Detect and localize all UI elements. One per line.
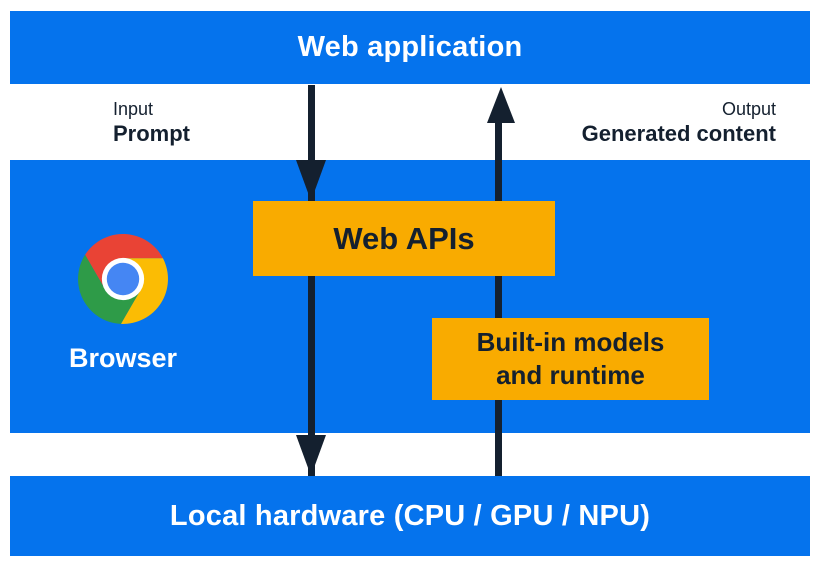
- browser-label: Browser: [68, 343, 178, 373]
- local-hardware-band: Local hardware (CPU / GPU / NPU): [10, 476, 810, 556]
- web-apis-label: Web APIs: [333, 220, 475, 256]
- input-arrow-line: [308, 85, 315, 476]
- input-name: Prompt: [113, 121, 190, 146]
- web-apis-box: Web APIs: [253, 201, 555, 276]
- input-caption: Input: [113, 99, 154, 119]
- builtin-models-box: Built-in models and runtime: [432, 318, 709, 400]
- output-caption: Output: [721, 99, 776, 119]
- input-arrow-head-icon: [296, 160, 326, 201]
- output-arrow-line: [495, 118, 502, 476]
- chrome-logo-icon: [78, 234, 168, 324]
- output-arrow-head-icon: [487, 87, 515, 123]
- input-label-group: Input Prompt: [113, 98, 190, 147]
- input-arrow-head-icon: [296, 435, 326, 476]
- web-application-title: Web application: [297, 31, 523, 63]
- builtin-models-line-2: and runtime: [496, 360, 645, 390]
- web-application-band: Web application: [10, 11, 810, 84]
- output-label-group: Output Generated content: [582, 98, 776, 147]
- local-hardware-title: Local hardware (CPU / GPU / NPU): [169, 499, 651, 532]
- builtin-models-line-1: Built-in models: [476, 327, 665, 357]
- output-name: Generated content: [581, 121, 776, 146]
